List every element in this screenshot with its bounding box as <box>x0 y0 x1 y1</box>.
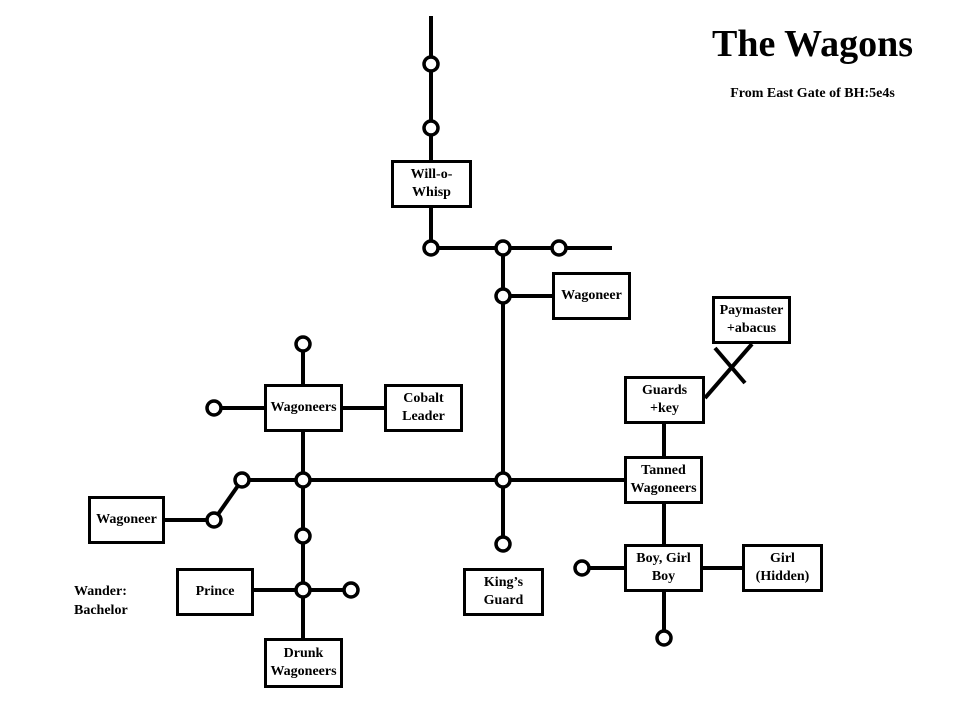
node <box>494 239 512 257</box>
room-drunk-wagoneers: Drunk Wagoneers <box>264 638 343 688</box>
room-guards: Guards +key <box>624 376 705 424</box>
node <box>294 527 312 545</box>
node <box>422 119 440 137</box>
node <box>655 629 673 647</box>
diagram-subtitle: From East Gate of BH:5e4s <box>730 86 895 101</box>
node <box>494 535 512 553</box>
node <box>494 287 512 305</box>
room-wagoneer-left: Wagoneer <box>88 496 165 544</box>
node <box>494 471 512 489</box>
node <box>573 559 591 577</box>
path-to-paymaster <box>703 342 754 400</box>
blocked-cross <box>713 346 747 385</box>
room-cobalt-leader: Cobalt Leader <box>384 384 463 432</box>
node <box>550 239 568 257</box>
room-boy-girl-boy: Boy, Girl Boy <box>624 544 703 592</box>
room-girl-hidden: Girl (Hidden) <box>742 544 823 592</box>
room-wagoneers: Wagoneers <box>264 384 343 432</box>
node <box>422 55 440 73</box>
node <box>233 471 251 489</box>
node <box>205 511 223 529</box>
node <box>294 335 312 353</box>
node <box>294 471 312 489</box>
room-kings-guard: King’s Guard <box>463 568 544 616</box>
diagram-title: The Wagons <box>712 23 913 65</box>
node <box>342 581 360 599</box>
room-prince: Prince <box>176 568 254 616</box>
room-paymaster: Paymaster +abacus <box>712 296 791 344</box>
room-will-o-whisp: Will-o- Whisp <box>391 160 472 208</box>
node <box>422 239 440 257</box>
node <box>294 581 312 599</box>
room-tanned-wagoneers: Tanned Wagoneers <box>624 456 703 504</box>
wander-note: Wander: Bachelor <box>74 584 128 618</box>
node <box>205 399 223 417</box>
room-wagoneer-upper: Wagoneer <box>552 272 631 320</box>
